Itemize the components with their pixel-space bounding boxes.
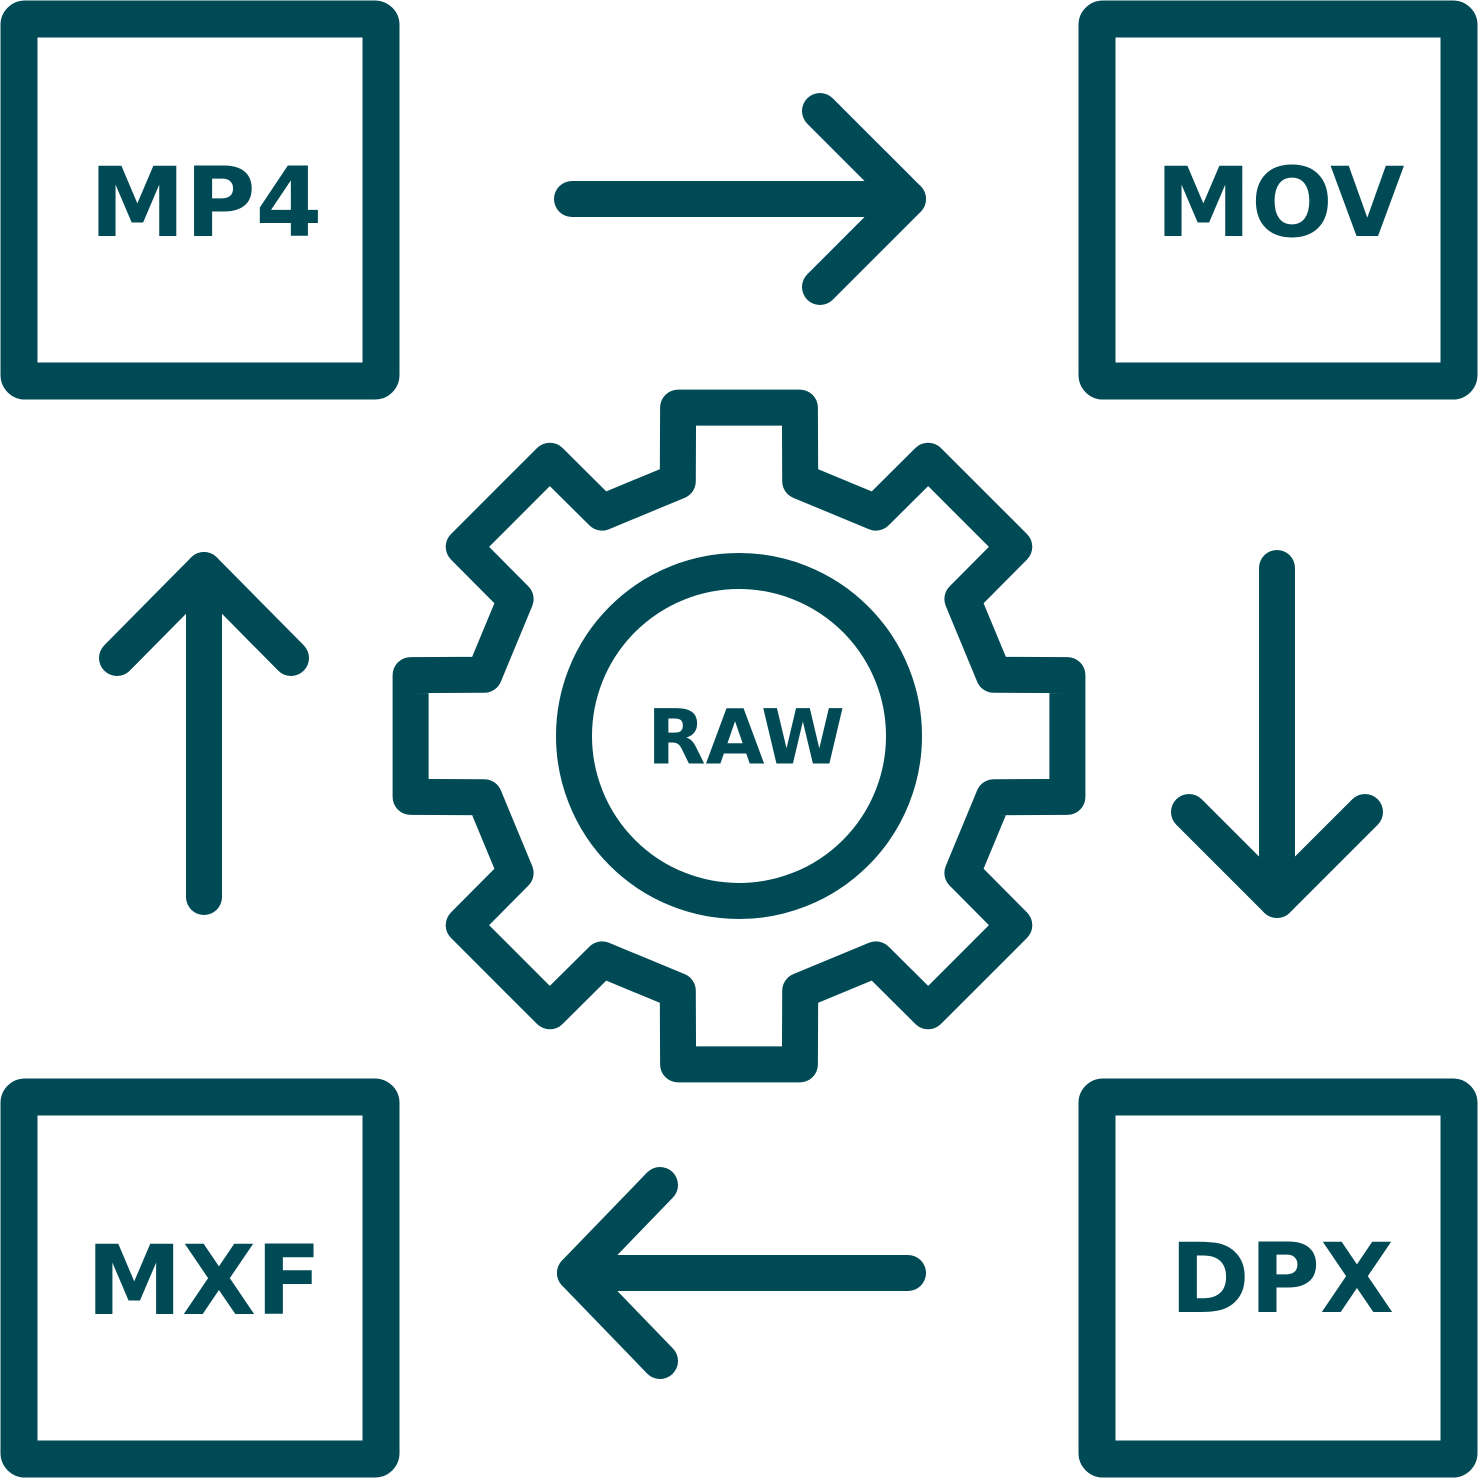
- arrow-up-icon: [99, 552, 309, 915]
- box-frame: [0, 0, 400, 400]
- arrow-left-icon: [557, 1167, 926, 1379]
- format-box-mp4: MP4: [0, 0, 400, 400]
- box-frame: [1078, 0, 1478, 400]
- format-label-mp4: MP4: [90, 147, 323, 259]
- arrow-down-icon: [1171, 550, 1383, 918]
- box-frame: [1078, 1078, 1478, 1478]
- gear-inner-ring: [556, 553, 922, 919]
- gear-icon: RAW: [392, 389, 1086, 1083]
- format-box-mov: MOV: [1078, 0, 1478, 400]
- format-box-dpx: DPX: [1078, 1078, 1478, 1478]
- format-box-mxf: MXF: [0, 1078, 400, 1478]
- format-label-dpx: DPX: [1170, 1223, 1394, 1335]
- arrow-right-icon: [554, 93, 926, 305]
- format-label-mov: MOV: [1156, 147, 1405, 259]
- center-label-raw: RAW: [647, 693, 845, 782]
- box-frame: [0, 1078, 400, 1478]
- format-label-mxf: MXF: [86, 1225, 321, 1337]
